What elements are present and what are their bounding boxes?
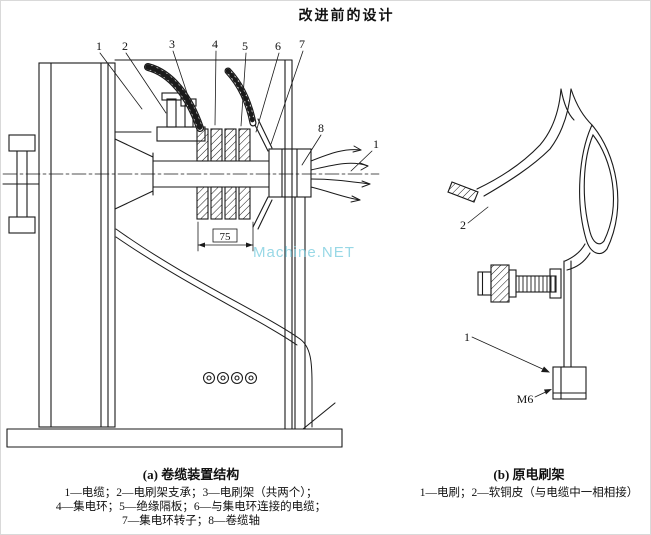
callout-b-2: 2	[460, 218, 466, 232]
figure-a	[2, 50, 380, 448]
slip-ring-cable	[144, 63, 257, 132]
figure-a-legend-line-1: 1—电缆；2—电刷架支承；3—电刷架（共两个）；	[64, 487, 318, 499]
slip-ring-rotor	[268, 148, 312, 198]
figure-a-legend-line-2: 4—集电环；5—绝缘隔板；6—与集电环连接的电缆；	[55, 501, 327, 513]
base-plate	[6, 428, 343, 448]
brush-arm-loop	[560, 88, 619, 271]
figure-a-callouts: 1 2 3 4 5 6 7 8 1 75	[96, 37, 379, 243]
figure-a-caption: (a) 卷缆装置结构	[142, 467, 240, 482]
callout-8: 8	[318, 121, 324, 135]
dimension-75	[197, 221, 254, 252]
figure-b-legend: 1—电刷；2—软铜皮（与电缆中一相相接）	[409, 486, 649, 500]
callout-4: 4	[212, 37, 218, 51]
brush-block	[552, 366, 587, 400]
callout-3: 3	[169, 37, 175, 51]
shaft-hub	[114, 131, 154, 210]
soft-copper-strip	[447, 88, 572, 203]
callout-5: 5	[242, 39, 248, 53]
thread-size-label: M6	[517, 392, 534, 406]
callout-7: 7	[299, 37, 305, 51]
figure-b-legend-line-1: 1—电刷；2—软铜皮（与电缆中一相相接）	[419, 487, 639, 499]
support-column	[294, 196, 306, 430]
watermark: Machine.NET	[253, 244, 355, 261]
figure-b-caption-block: (b) 原电刷架 1—电刷；2—软铜皮（与电缆中一相相接）	[409, 464, 649, 500]
callout-leaders	[99, 50, 373, 172]
insulation-plates	[252, 118, 273, 230]
figure-b	[447, 88, 619, 400]
dimension-75-label: 75	[220, 231, 232, 243]
figure-a-caption-block: (a) 卷缆装置结构 1—电缆；2—电刷架支承；3—电刷架（共两个）； 4—集电…	[19, 464, 363, 528]
figure-a-legend: 1—电缆；2—电刷架支承；3—电刷架（共两个）； 4—集电环；5—绝缘隔板；6—…	[19, 486, 363, 528]
clamp-bolt	[477, 264, 562, 303]
figure-b-caption: (b) 原电刷架	[493, 467, 565, 482]
figure-a-legend-line-3: 7—集电环转子；8—卷缆轴	[122, 515, 260, 527]
callout-6: 6	[275, 39, 281, 53]
brush-spring-strip	[563, 260, 572, 368]
bolt-heads	[202, 371, 258, 385]
page-title: 改进前的设计	[298, 9, 395, 24]
drum-cable	[115, 228, 313, 428]
callout-2: 2	[122, 39, 128, 53]
callout-1-top: 1	[96, 39, 102, 53]
callout-1-cable: 1	[373, 137, 379, 151]
stand-frame	[114, 59, 336, 430]
cable-drum	[38, 62, 116, 428]
figure-b-callouts: 2 1 M6	[460, 218, 533, 406]
left-mount	[2, 134, 40, 234]
outgoing-cable	[310, 145, 371, 203]
slip-rings	[196, 128, 251, 220]
figure-b-leaders	[467, 206, 552, 398]
technical-drawing: 1 2 3 4 5 6 7 8 1 75	[2, 37, 619, 448]
callout-b-1: 1	[464, 330, 470, 344]
